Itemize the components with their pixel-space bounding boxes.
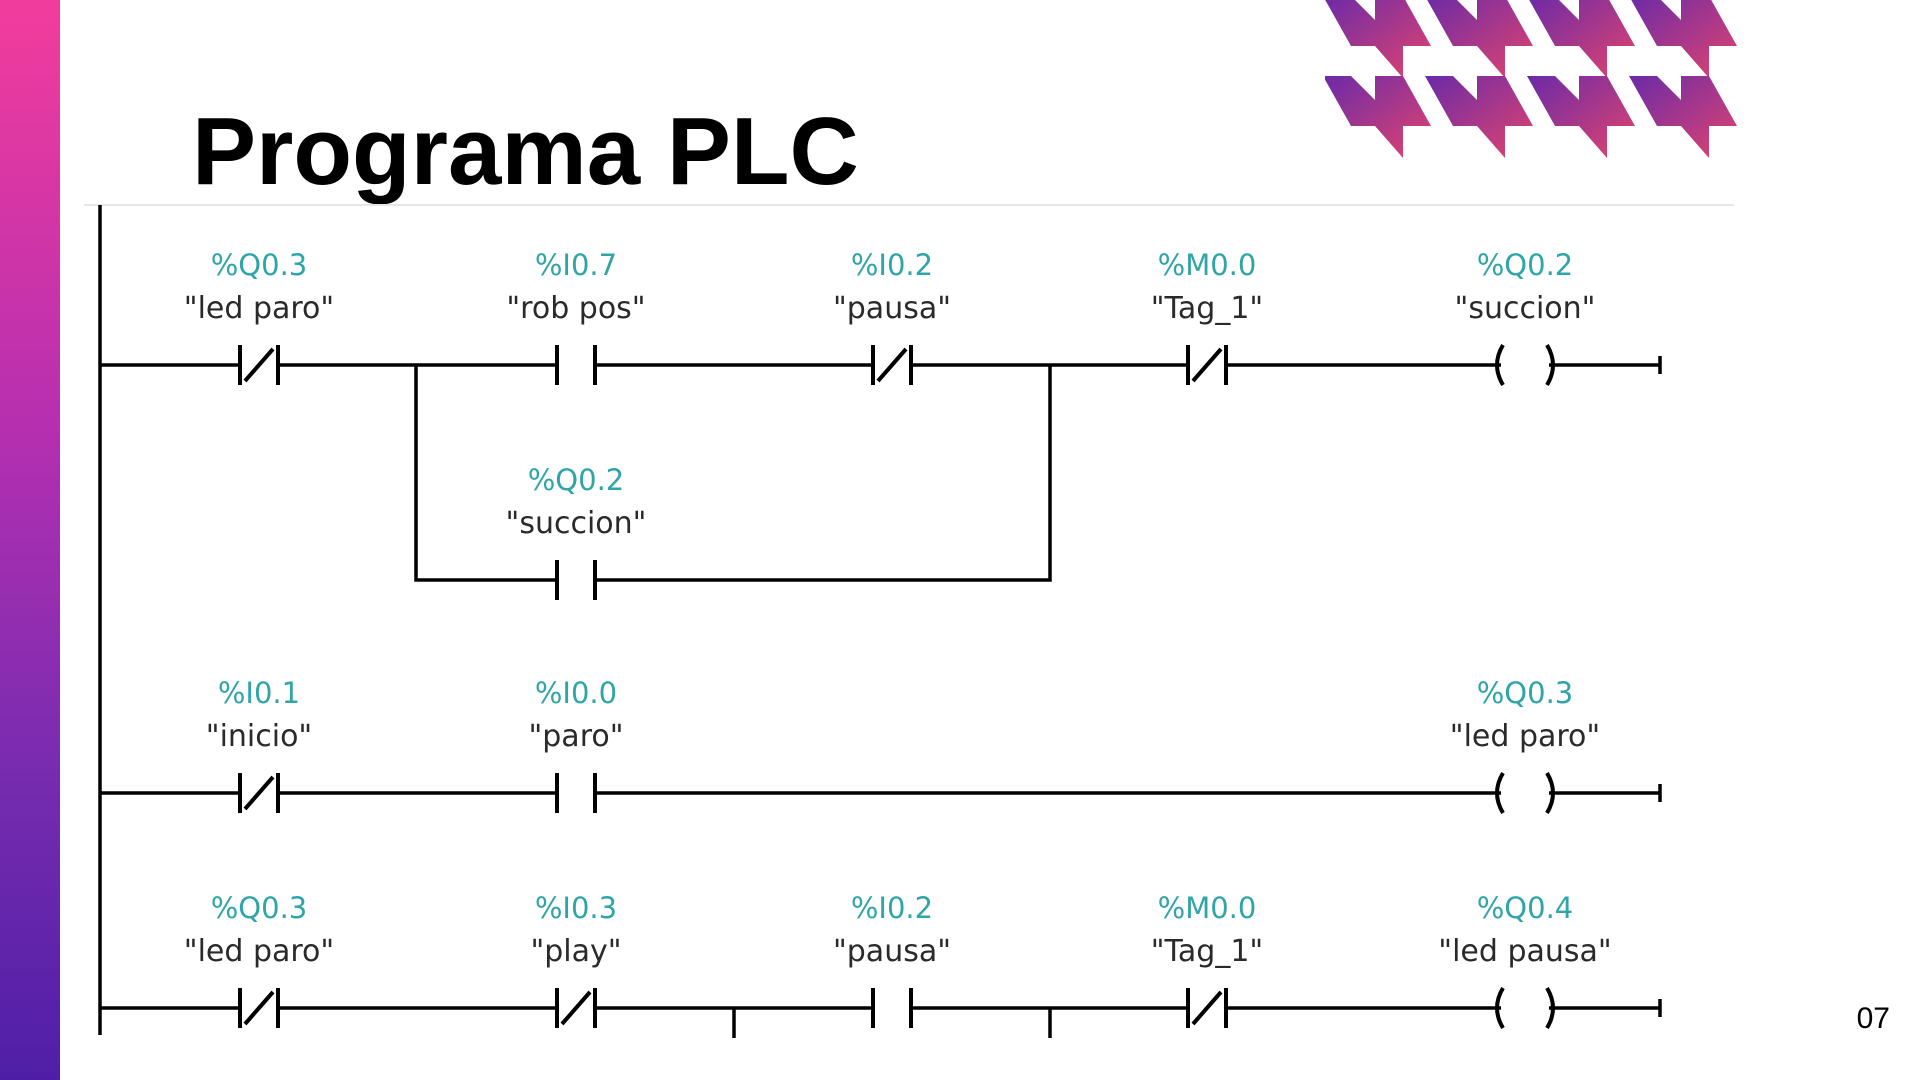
element-tag: "led paro" [1450, 719, 1600, 754]
page-number: 07 [1856, 1002, 1890, 1035]
element-address: %Q0.2 [1477, 248, 1574, 282]
coil-symbol[interactable] [1495, 343, 1555, 387]
element-tag: "succion" [1455, 291, 1596, 326]
element-address: %I0.0 [535, 676, 617, 710]
nc-contact-symbol[interactable] [238, 345, 280, 385]
element-tag: "Tag_1" [1151, 934, 1263, 969]
coil-symbol[interactable] [1495, 986, 1555, 1030]
element-address: %Q0.3 [211, 248, 308, 282]
element-address: %Q0.3 [211, 891, 308, 925]
accent-sidebar [0, 0, 60, 1080]
element-address: %Q0.2 [528, 463, 625, 497]
element-address: %I0.2 [851, 248, 933, 282]
deco-tile [1529, 0, 1635, 78]
nc-contact-symbol[interactable] [1186, 988, 1228, 1028]
element-tag: "led paro" [184, 934, 334, 969]
nc-contact-symbol[interactable] [555, 988, 597, 1028]
branch-wire [414, 365, 557, 582]
nc-contact-symbol[interactable] [1186, 345, 1228, 385]
element-address: %I0.2 [851, 891, 933, 925]
branch-wire [595, 365, 1052, 582]
element-tag: "led pausa" [1438, 934, 1611, 969]
element-tag: "paro" [528, 719, 623, 754]
no-contact-symbol[interactable] [555, 560, 597, 600]
element-tag: "rob pos" [506, 291, 645, 326]
element-address: %I0.3 [535, 891, 617, 925]
title-divider [84, 204, 1734, 206]
element-tag: "play" [530, 934, 621, 969]
element-tag: "Tag_1" [1151, 291, 1263, 326]
deco-tile [1631, 0, 1737, 78]
slide-title: Programa PLC [192, 98, 859, 205]
deco-tile [1325, 0, 1431, 78]
element-tag: "pausa" [833, 934, 951, 969]
decorative-pattern [1325, 0, 1737, 158]
element-tag: "inicio" [206, 719, 312, 754]
coil-symbol[interactable] [1495, 771, 1555, 815]
element-tag: "led paro" [184, 291, 334, 326]
no-contact-symbol[interactable] [871, 988, 913, 1028]
deco-tile [1325, 76, 1431, 158]
element-address: %M0.0 [1158, 248, 1257, 282]
element-address: %Q0.4 [1477, 891, 1574, 925]
element-tag: "pausa" [833, 291, 951, 326]
no-contact-symbol[interactable] [555, 773, 597, 813]
element-address: %I0.1 [218, 676, 300, 710]
nc-contact-symbol[interactable] [238, 988, 280, 1028]
deco-tile [1629, 76, 1737, 158]
deco-tile [1425, 76, 1533, 158]
nc-contact-symbol[interactable] [238, 773, 280, 813]
element-address: %Q0.3 [1477, 676, 1574, 710]
nc-contact-symbol[interactable] [871, 345, 913, 385]
deco-tile [1427, 0, 1533, 78]
no-contact-symbol[interactable] [555, 345, 597, 385]
element-address: %M0.0 [1158, 891, 1257, 925]
element-tag: "succion" [506, 506, 647, 541]
deco-tile [1527, 76, 1635, 158]
element-address: %I0.7 [535, 248, 617, 282]
